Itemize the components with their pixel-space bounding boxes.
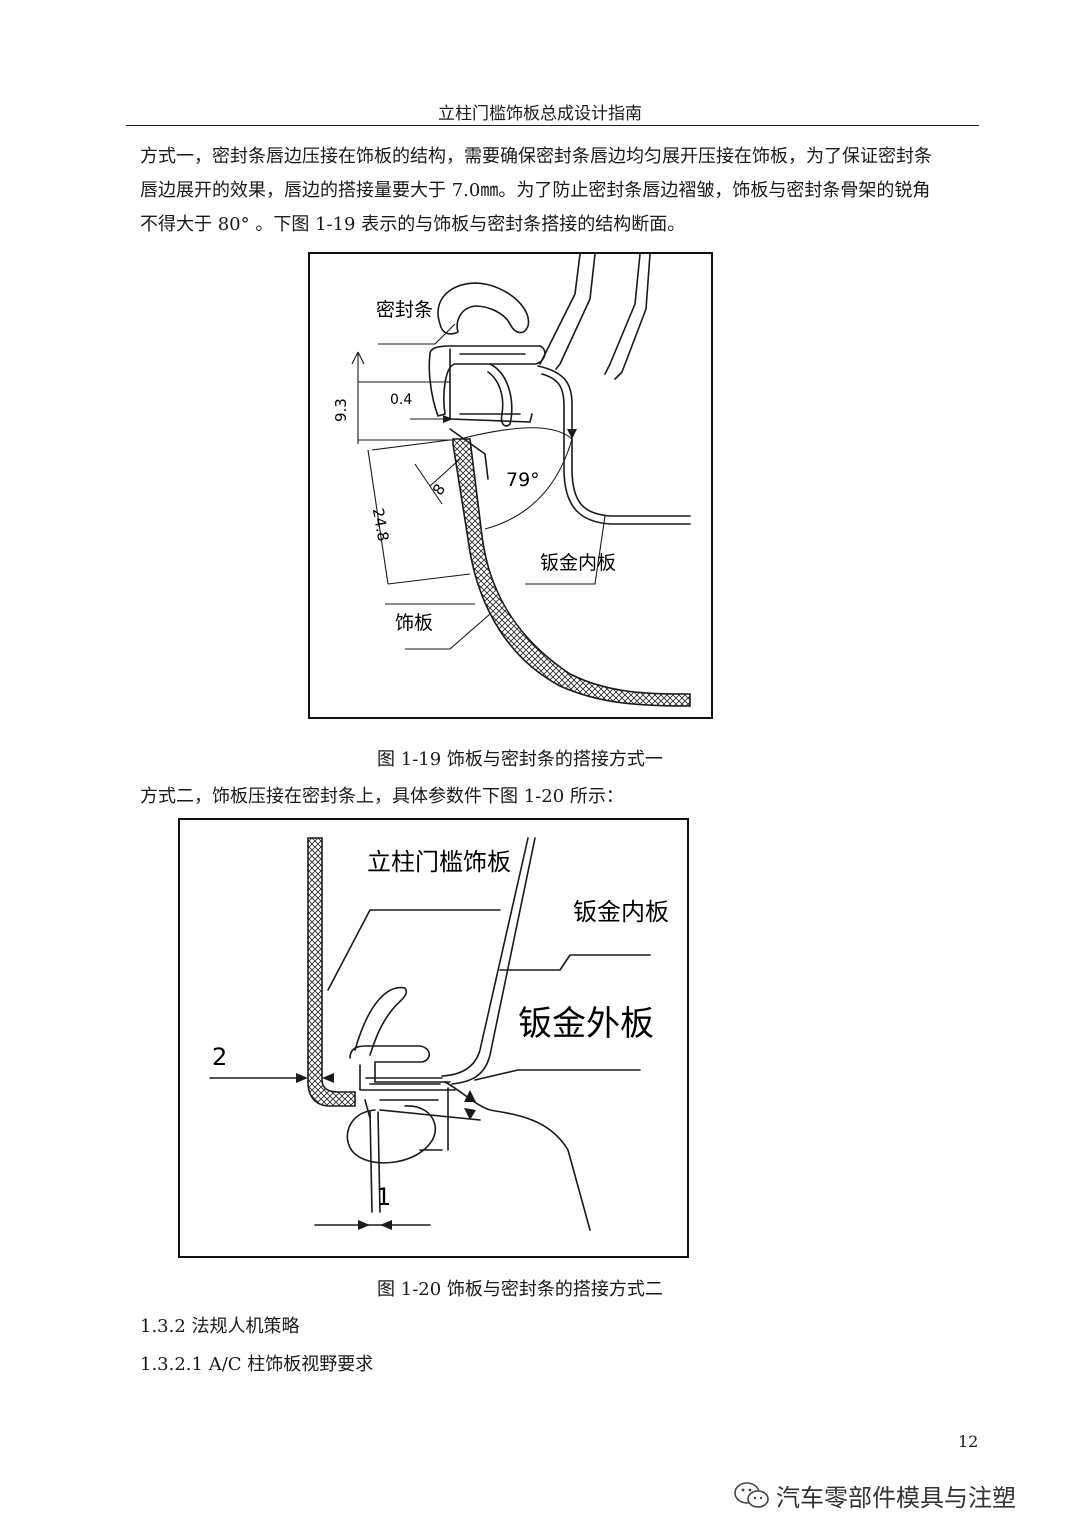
paragraph-line: 方式一，密封条唇边压接在饰板的结构，需要确保密封条唇边均匀展开压接在饰板，为了保… [140, 146, 932, 167]
paragraph-line: 不得大于 80° 。下图 1-19 表示的与饰板与密封条搭接的结构断面。 [140, 214, 686, 235]
figure-1-20: 立柱门槛饰板 钣金内板 钣金外板 2 1 [178, 818, 689, 1258]
dim-angle-79: 79° [506, 469, 540, 491]
paragraph-1: 方式一，密封条唇边压接在饰板的结构，需要确保密封条唇边均匀展开压接在饰板，为了保… [140, 140, 972, 242]
paragraph-line: 唇边展开的效果，唇边的搭接量要大于 7.0㎜。为了防止密封条唇边褶皱，饰板与密封… [140, 180, 931, 201]
dim-9-3: 9.3 [332, 398, 350, 422]
label-seal: 密封条 [376, 299, 433, 321]
section-heading-1-3-2-1: 1.3.2.1 A/C 柱饰板视野要求 [140, 1354, 374, 1375]
figure-1-20-caption: 图 1-20 饰板与密封条的搭接方式二 [377, 1279, 663, 1300]
figure-1-20-drawing: 立柱门槛饰板 钣金内板 钣金外板 2 1 [209, 837, 669, 1231]
label-sheet-outer: 钣金外板 [518, 1004, 654, 1044]
watermark-text: 汽车零部件模具与注塑 [776, 1484, 1016, 1512]
dim-0-4: 0.4 [390, 392, 412, 408]
paragraph-2: 方式二，饰板压接在密封条上，具体参数件下图 1-20 所示： [140, 786, 624, 807]
dim-1: 1 [376, 1183, 391, 1211]
page-header: 立柱门槛饰板总成设计指南 [438, 104, 642, 124]
figure-1-19-caption: 图 1-19 饰板与密封条的搭接方式一 [377, 749, 663, 770]
watermark: 汽车零部件模具与注塑 [732, 1478, 1016, 1513]
dim-24-8: 24.8 [369, 507, 393, 543]
page-number: 12 [958, 1432, 979, 1451]
dim-8: 8 [429, 481, 449, 499]
label-trim: 饰板 [395, 612, 433, 634]
figure-1-19: 密封条 钣金内板 饰板 9.3 0.4 8 24.8 79° [308, 252, 713, 719]
label-sheet-inner: 钣金内板 [540, 552, 616, 574]
dim-2: 2 [212, 1043, 227, 1071]
wechat-icon [734, 1481, 769, 1508]
section-heading-1-3-2: 1.3.2 法规人机策略 [140, 1316, 300, 1337]
header-rule [126, 125, 979, 126]
label-sheet-inner: 钣金内板 [573, 898, 669, 926]
label-pillar-trim: 立柱门槛饰板 [367, 848, 511, 876]
figure-1-19-drawing: 密封条 钣金内板 饰板 9.3 0.4 8 24.8 79° [332, 254, 691, 707]
